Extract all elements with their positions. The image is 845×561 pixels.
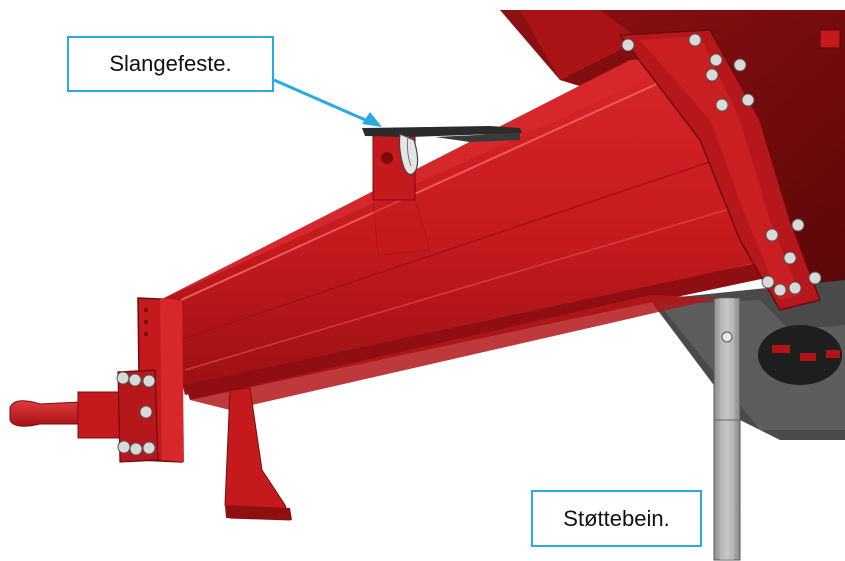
hitch-bolts (116, 371, 156, 456)
support-leg (713, 297, 741, 561)
drawbar-beam (160, 55, 790, 410)
hose-holder-bracket (362, 126, 522, 256)
callout-arrow (273, 78, 382, 127)
mounting-bolts (621, 33, 822, 297)
support-leg-label: Støttebein. (531, 490, 702, 547)
hitch-coupling (9, 369, 159, 463)
front-foot-stand (224, 387, 292, 521)
machine-housing (650, 280, 845, 440)
hose-holder-label: Slangefeste. (67, 36, 274, 92)
hose-holder-label-text: Slangefeste. (109, 51, 232, 76)
support-leg-label-text: Støttebein. (563, 505, 670, 531)
